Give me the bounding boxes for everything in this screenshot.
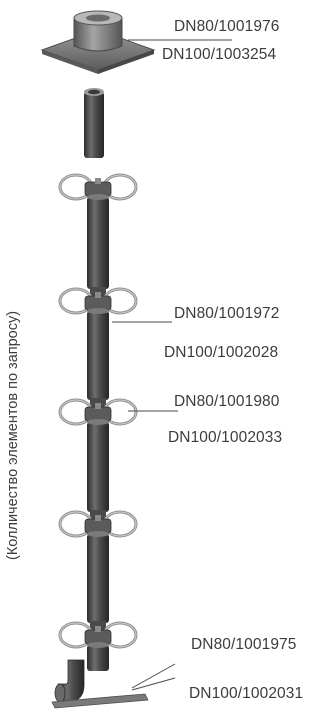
bottom-elbow xyxy=(51,659,149,709)
clamp-module-2 xyxy=(58,287,138,408)
label-top-dn80: DN80/1001976 xyxy=(174,18,280,35)
clamp-module-1 xyxy=(58,173,138,297)
label-mid2-dn100: DN100/1002033 xyxy=(168,429,283,446)
clamp-module-5 xyxy=(58,621,138,671)
clamp-module-4 xyxy=(58,510,138,631)
label-mid1-dn100: DN100/1002028 xyxy=(164,344,279,361)
pipe-stack xyxy=(58,173,138,671)
label-mid1-dn80: DN80/1001972 xyxy=(174,305,280,322)
leader-bottom-a xyxy=(131,663,176,689)
roof-flashing-plate xyxy=(40,10,156,74)
label-mid2-dn80: DN80/1001980 xyxy=(174,393,280,410)
label-bottom-dn80: DN80/1001975 xyxy=(191,636,297,653)
label-top-dn100: DN100/1003254 xyxy=(162,46,277,63)
leader-lines xyxy=(112,39,232,691)
label-bottom-dn100: DN100/1002031 xyxy=(189,685,304,702)
leader-bottom-b xyxy=(131,677,176,691)
quantity-note: (Колличество элементов по запросу) xyxy=(5,310,21,560)
clamp-module-3 xyxy=(58,398,138,520)
pipe-segment-top xyxy=(84,88,104,158)
